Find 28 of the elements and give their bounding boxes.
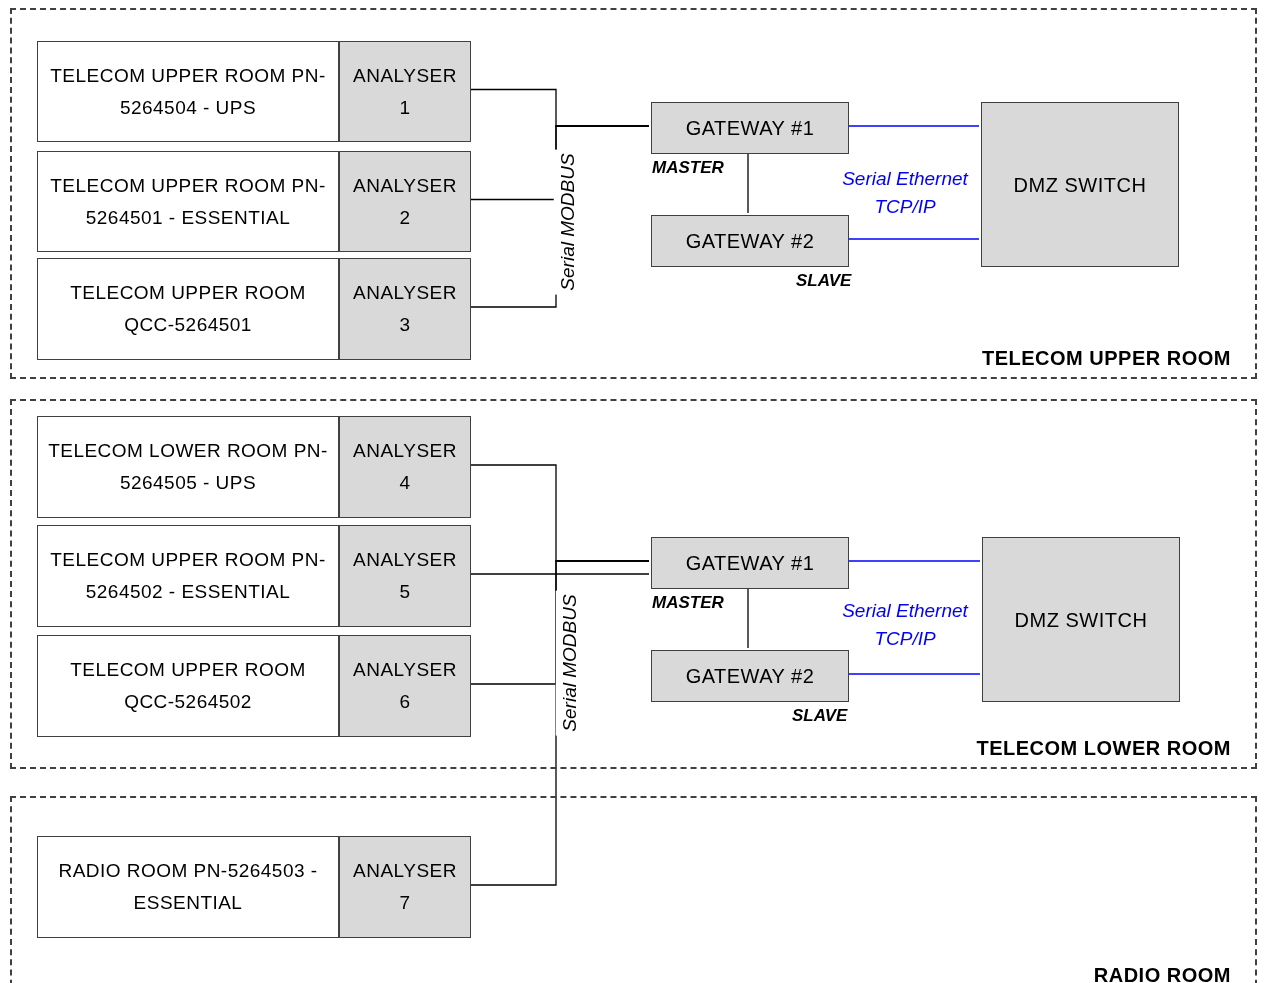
role-label: SLAVE bbox=[792, 705, 848, 727]
panel-box: TELECOM UPPER ROOM PN-5264501 - ESSENTIAL bbox=[37, 151, 339, 252]
role-label: MASTER bbox=[652, 157, 724, 179]
analyser-box: ANALYSER 7 bbox=[339, 836, 471, 938]
role-label: MASTER bbox=[652, 592, 724, 614]
analyser-box: ANALYSER 4 bbox=[339, 416, 471, 518]
panel-box: RADIO ROOM PN-5264503 - ESSENTIAL bbox=[37, 836, 339, 938]
room-zone bbox=[10, 796, 1257, 983]
role-label: SLAVE bbox=[796, 270, 852, 292]
analyser-box: ANALYSER 1 bbox=[339, 41, 471, 142]
analyser-box: ANALYSER 5 bbox=[339, 525, 471, 627]
switch-box: DMZ SWITCH bbox=[982, 537, 1180, 702]
room-zone bbox=[10, 8, 1257, 379]
panel-box: TELECOM UPPER ROOM QCC-5264501 bbox=[37, 258, 339, 360]
analyser-box: ANALYSER 3 bbox=[339, 258, 471, 360]
room-zone bbox=[10, 399, 1257, 769]
switch-box: DMZ SWITCH bbox=[981, 102, 1179, 267]
analyser-box: ANALYSER 6 bbox=[339, 635, 471, 737]
link-label: Serial Ethernet TCP/IP bbox=[841, 167, 970, 219]
panel-box: TELECOM UPPER ROOM QCC-5264502 bbox=[37, 635, 339, 737]
panel-box: TELECOM UPPER ROOM PN-5264502 - ESSENTIAL bbox=[37, 525, 339, 627]
link-label: Serial Ethernet TCP/IP bbox=[841, 599, 970, 651]
zone-heading: RADIO ROOM bbox=[1093, 963, 1231, 983]
zone-heading: TELECOM LOWER ROOM bbox=[976, 736, 1231, 761]
zone-heading: TELECOM UPPER ROOM bbox=[982, 346, 1231, 371]
analyser-box: ANALYSER 2 bbox=[339, 151, 471, 252]
panel-box: TELECOM UPPER ROOM PN-5264504 - UPS bbox=[37, 41, 339, 142]
panel-box: TELECOM LOWER ROOM PN-5264505 - UPS bbox=[37, 416, 339, 518]
